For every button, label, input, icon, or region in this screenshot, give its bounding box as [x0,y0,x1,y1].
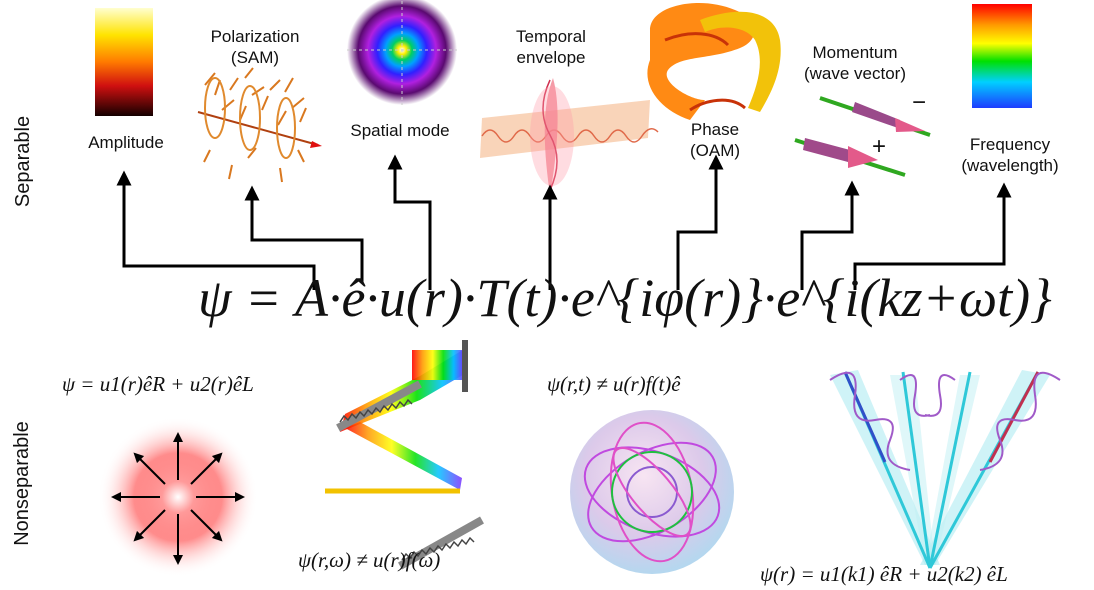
temporal-envelope-illustration [480,78,659,195]
polarization-illustration [197,67,322,183]
amplitude-colorbar [95,8,153,116]
main-equation-text: ψ = A·ê·u(r)·T(t)·e^{iφ(r)}·e^{i(kz+ωt)} [198,268,1052,328]
eq-spatiotemporal-nonseparable: ψ(r,t) ≠ u(r)f(t)ê [547,372,681,396]
label-temporal-envelope: Temporal envelope [516,27,586,67]
spatiotemporal-sphere-illustration [570,410,734,574]
label-spatial-mode: Spatial mode [350,121,450,140]
label-polarization: Polarization (SAM) [210,27,300,67]
connector-lines [116,154,1012,290]
label-phase: Phase (OAM) [689,120,741,160]
momentum-plus-sign: + [872,133,887,160]
eq-spectral-nonseparable: ψ(r,ω) ≠ u(r)f(ω) [298,548,441,572]
radial-polarization-illustration [98,417,258,577]
grating-illustration [325,340,484,570]
momentum-illustration [794,96,931,177]
main-equation: ψ = A·ê·u(r)·T(t)·e^{iφ(r)}·e^{i(kz+ωt)} [198,268,1052,328]
label-momentum: Momentum (wave vector) [803,43,907,83]
frequency-colorbar [972,4,1032,108]
eq-polarization-nonseparable: ψ = u1(r)êR + u2(r)êL [62,372,254,396]
label-frequency: Frequency (wavelength) [961,135,1059,175]
spatial-mode-beam [347,0,457,105]
eq-momentum-nonseparable: ψ(r) = u1(k1) êR + u2(k2) êL [760,562,1008,586]
momentum-minus-sign: − [912,89,927,116]
phase-oam-helix [647,2,781,120]
momentum-beams-illustration [829,370,1061,569]
label-amplitude: Amplitude [88,133,164,152]
